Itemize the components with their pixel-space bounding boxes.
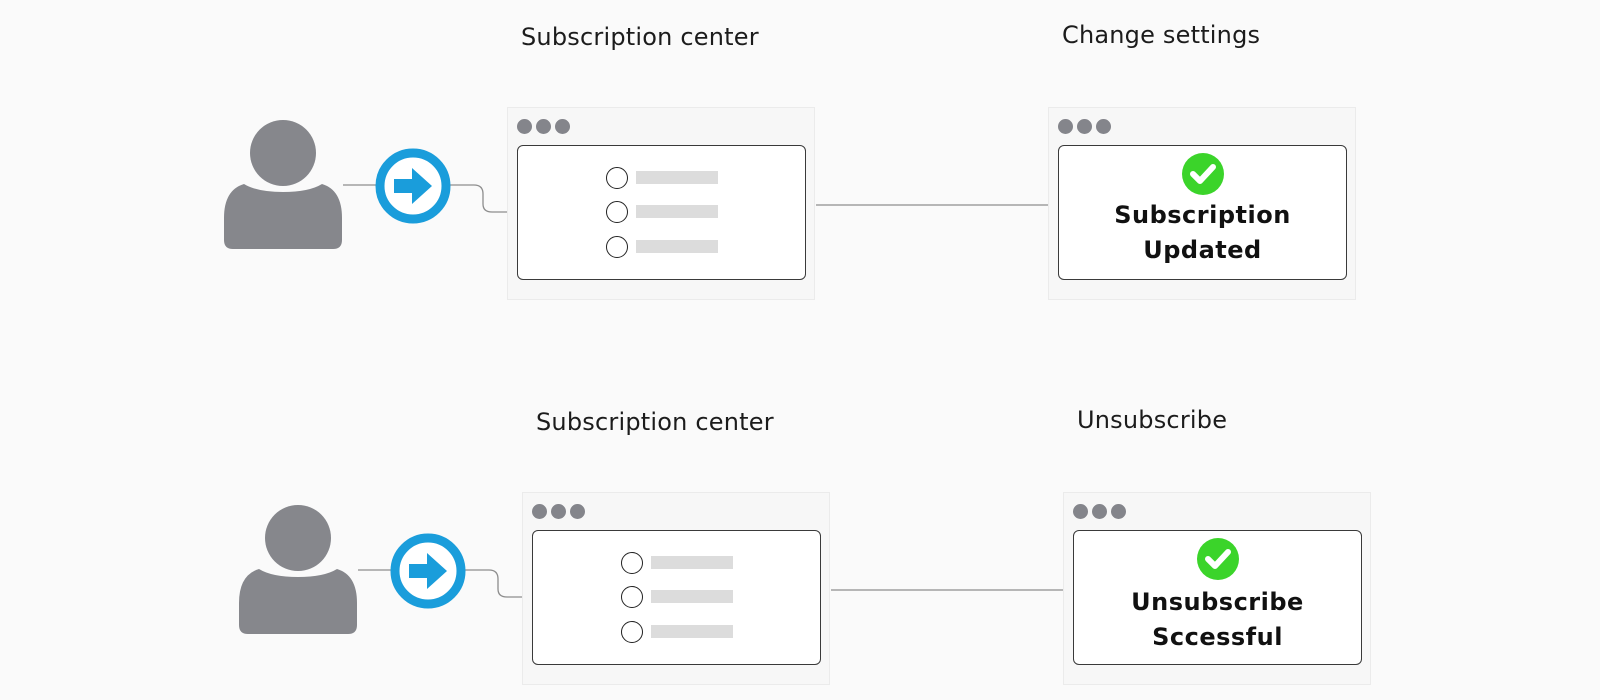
option-label-placeholder <box>651 590 733 603</box>
option-label-placeholder <box>636 171 718 184</box>
radio-button[interactable] <box>621 586 643 608</box>
option-label-placeholder <box>651 556 733 569</box>
radio-button[interactable] <box>621 621 643 643</box>
change-settings-title: Change settings <box>1062 21 1261 49</box>
unsubscribe-window: Unsubscribe Sccessful <box>1063 492 1371 685</box>
window-dot-icon[interactable] <box>1092 504 1107 519</box>
result-message-line: Unsubscribe <box>1131 588 1304 616</box>
window-controls <box>1073 504 1130 519</box>
subscription-center-title: Subscription center <box>536 408 774 436</box>
radio-button[interactable] <box>606 236 628 258</box>
option-label-placeholder <box>651 625 733 638</box>
result-message-line: Subscription <box>1114 201 1291 229</box>
window-dot-icon[interactable] <box>1058 119 1073 134</box>
result-panel: Unsubscribe Sccessful <box>1073 530 1362 665</box>
result-message: Unsubscribe Sccessful <box>1074 585 1361 655</box>
window-dot-icon[interactable] <box>1096 119 1111 134</box>
check-circle-icon <box>1181 153 1224 195</box>
user-icon <box>224 120 342 249</box>
subscription-center-window <box>522 492 830 685</box>
arrow-right-circle-icon[interactable] <box>374 147 452 225</box>
result-panel: Subscription Updated <box>1058 145 1347 280</box>
arrow-right-circle-icon[interactable] <box>389 532 467 610</box>
result-message-line: Sccessful <box>1152 623 1283 651</box>
window-dot-icon[interactable] <box>570 504 585 519</box>
option-label-placeholder <box>636 205 718 218</box>
option-label-placeholder <box>636 240 718 253</box>
window-dot-icon[interactable] <box>532 504 547 519</box>
unsubscribe-title: Unsubscribe <box>1077 406 1228 434</box>
user-icon <box>239 505 357 634</box>
subscription-center-title: Subscription center <box>521 23 759 51</box>
subscription-options-panel <box>517 145 806 280</box>
window-dot-icon[interactable] <box>536 119 551 134</box>
window-controls <box>517 119 574 134</box>
check-circle-icon <box>1196 538 1239 580</box>
window-dot-icon[interactable] <box>551 504 566 519</box>
window-dot-icon[interactable] <box>1077 119 1092 134</box>
window-dot-icon[interactable] <box>555 119 570 134</box>
window-dot-icon[interactable] <box>517 119 532 134</box>
subscription-center-window <box>507 107 815 300</box>
window-controls <box>532 504 589 519</box>
radio-button[interactable] <box>606 167 628 189</box>
subscription-options-panel <box>532 530 821 665</box>
result-message-line: Updated <box>1143 236 1262 264</box>
change-settings-window: Subscription Updated <box>1048 107 1356 300</box>
connector-user-to-center-2 <box>358 569 532 598</box>
connector-user-to-center-1 <box>343 184 518 213</box>
window-dot-icon[interactable] <box>1111 504 1126 519</box>
radio-button[interactable] <box>606 201 628 223</box>
result-message: Subscription Updated <box>1059 198 1346 268</box>
window-dot-icon[interactable] <box>1073 504 1088 519</box>
window-controls <box>1058 119 1115 134</box>
radio-button[interactable] <box>621 552 643 574</box>
